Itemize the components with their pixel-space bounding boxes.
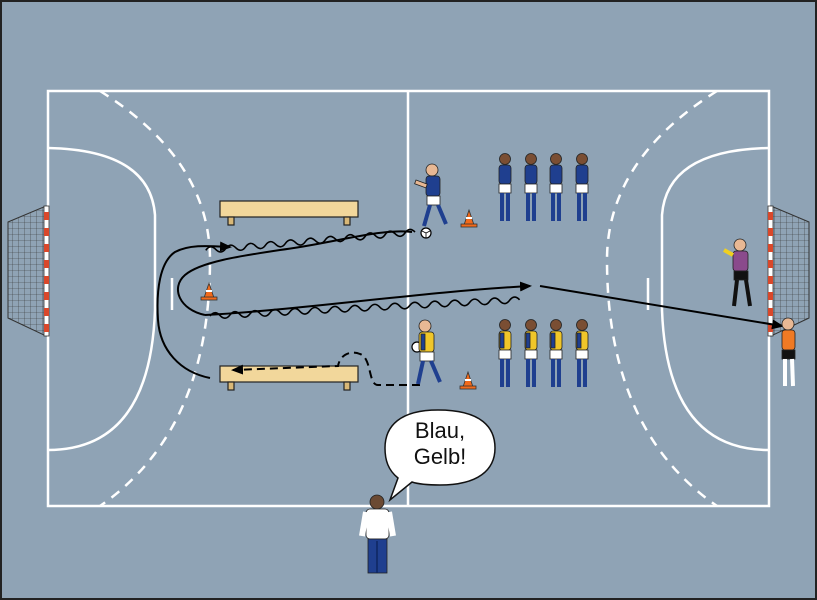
- dribble-paths: [156, 230, 532, 379]
- goalkeeper-purple: [723, 238, 752, 307]
- blue-player: [575, 153, 589, 221]
- blue-player: [549, 153, 563, 221]
- blue-team-row: [498, 153, 589, 221]
- cone-icon: [459, 370, 477, 390]
- speech-bubble-text: Blau, Gelb!: [392, 418, 488, 470]
- yellow-player: [549, 319, 563, 387]
- right-goal-icon: [767, 205, 810, 337]
- top-bench-icon: [219, 200, 359, 226]
- wavy-texture: [205, 228, 521, 320]
- right-free-throw-line: [605, 89, 718, 508]
- goalkeeper-orange: [781, 317, 796, 387]
- dashed-run: [231, 351, 420, 386]
- bottom-bench-icon: [219, 365, 359, 391]
- speech-line-2: Gelb!: [413, 444, 467, 469]
- path-loop: [156, 241, 232, 379]
- right-goal-area-line: [660, 146, 770, 452]
- coach-icon: [359, 494, 396, 574]
- speech-line-1: Blau,: [414, 418, 466, 443]
- cone-icon: [200, 281, 218, 301]
- yellow-team-row: [498, 319, 589, 387]
- shot-line: [539, 285, 784, 330]
- ball-icon: [420, 227, 432, 239]
- path-top-runner: [176, 230, 413, 316]
- left-free-throw-line: [99, 89, 212, 508]
- blue-player-dribbling: [414, 163, 448, 227]
- blue-player: [498, 153, 512, 221]
- cone-icon: [460, 208, 478, 228]
- yellow-player: [575, 319, 589, 387]
- left-goal-area-line: [47, 146, 157, 452]
- yellow-player: [498, 319, 512, 387]
- yellow-player: [524, 319, 538, 387]
- blue-player: [524, 153, 538, 221]
- yellow-player-running: [416, 319, 442, 385]
- path-return: [204, 281, 532, 316]
- speech-bubble-icon: [384, 409, 496, 503]
- left-goal-icon: [7, 205, 50, 337]
